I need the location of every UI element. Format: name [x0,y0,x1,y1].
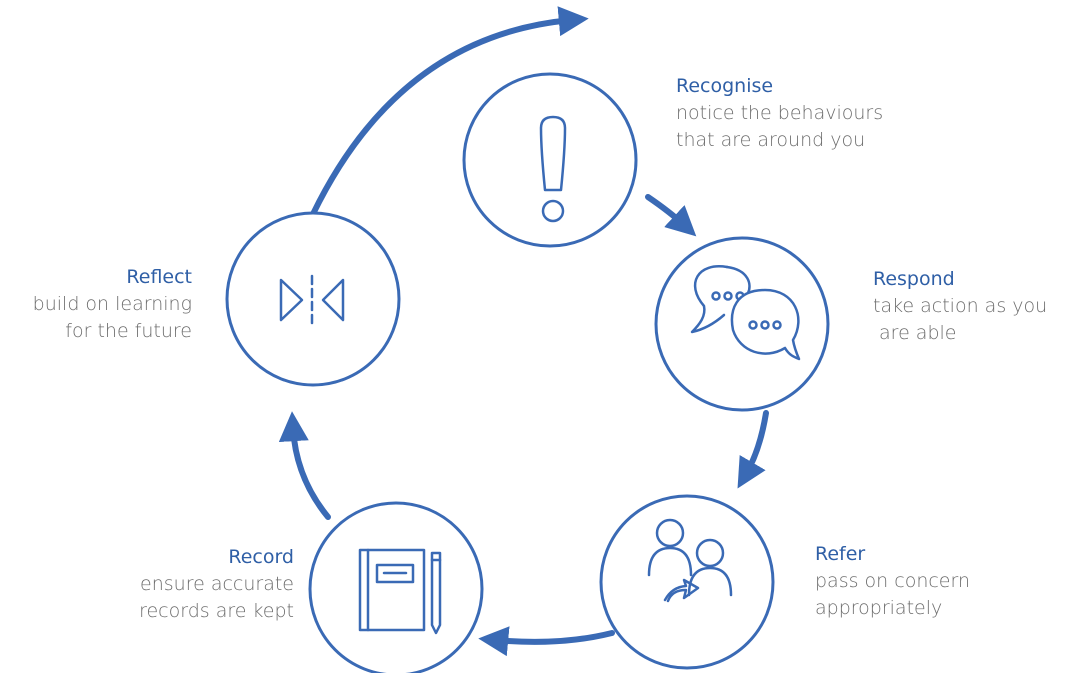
stage-title: Reflect [126,266,192,288]
stage-desc-line: ensure accurate [140,573,294,595]
notebook-pencil-icon [358,548,442,635]
stage-title: Refer [815,543,866,565]
arrow-recognise-to-respond [645,194,697,237]
stage-desc-line: that are around you [676,129,866,151]
exclamation-icon [539,115,567,223]
arrow-reflect-to-top [310,6,589,217]
stage-title: Record [228,546,294,568]
stage-desc-line: pass on concern [815,570,971,592]
people-transfer-icon [647,518,733,603]
stage-title: Recognise [676,75,774,97]
record-label: Record ensure accurate records are kept [139,543,294,625]
stage-desc-line: build on learning [32,293,192,315]
stage-title: Respond [873,268,955,290]
respond-label: Respond take action as you are able [873,265,1047,347]
stage-desc-line: for the future [65,320,192,342]
recognise-label: Recognise notice the behaviours that are… [676,72,883,154]
arrow-respond-to-refer [737,410,769,489]
stage-desc-line: notice the behaviours [676,102,884,124]
refer-label: Refer pass on concern appropriately [815,540,970,622]
reflect-circle [225,211,401,387]
chat-bubbles-icon [690,265,801,361]
arrow-record-to-reflect [278,411,331,520]
stage-desc-line: appropriately [815,597,943,619]
stage-desc-line: are able [873,322,957,344]
arrow-refer-to-record [478,626,615,657]
mirror-reflect-icon [279,274,345,326]
recognise-circle [462,72,638,248]
stage-desc-line: records are kept [139,600,294,622]
stage-desc-line: take action as you [873,295,1048,317]
reflect-label: Reflect build on learning for the future [33,263,192,345]
record-circle [308,501,484,673]
